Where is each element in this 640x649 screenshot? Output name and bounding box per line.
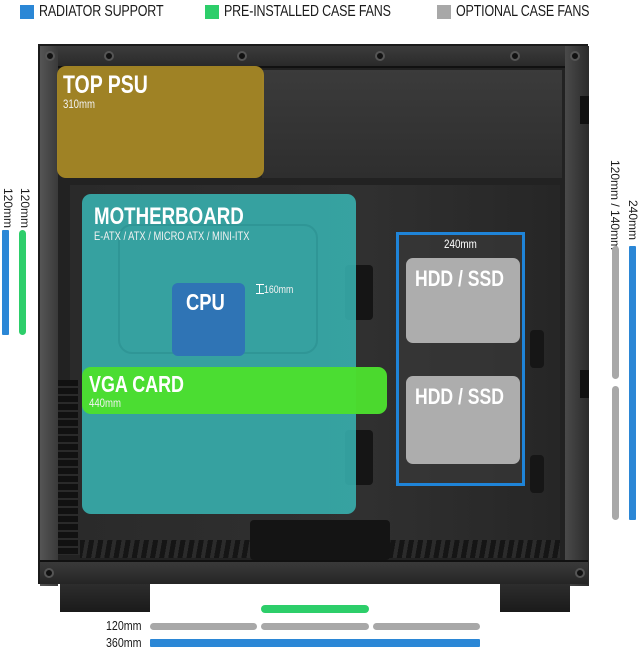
hdd-tray-label: HDD / SSD bbox=[415, 266, 504, 291]
screw-icon bbox=[44, 568, 54, 578]
vga-title: VGA CARD bbox=[89, 371, 185, 397]
psu-title: TOP PSU bbox=[63, 71, 148, 99]
legend-label: PRE-INSTALLED CASE FANS bbox=[224, 3, 391, 20]
hdd-tray-label: HDD / SSD bbox=[415, 384, 504, 409]
cpu-title: CPU bbox=[186, 289, 225, 315]
case-frame-top bbox=[40, 46, 588, 68]
side-latch bbox=[580, 96, 589, 124]
psu-length: 310mm bbox=[63, 97, 96, 111]
legend-item-preinstalled: PRE-INSTALLED CASE FANS bbox=[205, 3, 438, 21]
psu-shroud bbox=[262, 70, 562, 178]
rear-fan-label: 120mm / 140mm bbox=[608, 160, 622, 251]
legend-label: RADIATOR SUPPORT bbox=[39, 3, 164, 20]
hdd-tray-2: HDD / SSD bbox=[406, 376, 520, 464]
screw-icon bbox=[575, 568, 585, 578]
case-frame-right bbox=[565, 46, 589, 586]
vga-length: 440mm bbox=[89, 396, 122, 410]
drive-bay-width: 240mm bbox=[444, 237, 477, 251]
front-fan-label: 120mm bbox=[18, 188, 32, 229]
bottom-radiator-label: 360mm bbox=[106, 635, 142, 649]
bottom-optional-label: 120mm bbox=[106, 618, 142, 633]
bottom-fan-bar-3 bbox=[373, 623, 480, 630]
screw-icon bbox=[510, 51, 520, 61]
screw-icon bbox=[375, 51, 385, 61]
case-foot-left bbox=[60, 584, 150, 612]
screw-icon bbox=[570, 51, 580, 61]
case-foot-right bbox=[500, 584, 570, 612]
preinstalled-swatch-icon bbox=[205, 5, 219, 19]
bottom-fan-bar-2 bbox=[261, 623, 369, 630]
bottom-preinstalled-bar bbox=[261, 605, 369, 613]
screw-icon bbox=[104, 51, 114, 61]
radiator-swatch-icon bbox=[20, 5, 34, 19]
height-indicator-icon bbox=[256, 284, 264, 294]
bottom-fan-bar-1 bbox=[150, 623, 257, 630]
front-radiator-bar bbox=[2, 230, 9, 335]
hdd-tray-1: HDD / SSD bbox=[406, 258, 520, 343]
motherboard-formats: E-ATX / ATX / MICRO ATX / MINI-ITX bbox=[94, 229, 250, 243]
motherboard-title: MOTHERBOARD bbox=[94, 203, 244, 230]
optional-swatch-icon bbox=[437, 5, 451, 19]
cable-grommet bbox=[530, 330, 544, 368]
screw-icon bbox=[237, 51, 247, 61]
drive-bay-radiator-mount: 240mm HDD / SSD HDD / SSD bbox=[396, 232, 525, 486]
rear-fan-bar-2 bbox=[612, 386, 619, 520]
rear-radiator-bar bbox=[629, 246, 636, 520]
legend-item-optional: OPTIONAL CASE FANS bbox=[437, 3, 627, 21]
legend-item-radiator: RADIATOR SUPPORT bbox=[20, 3, 199, 21]
front-radiator-label: 120mm bbox=[1, 188, 15, 229]
legend-label: OPTIONAL CASE FANS bbox=[456, 3, 590, 20]
cpu-zone: CPU bbox=[172, 283, 245, 356]
cable-grommet bbox=[530, 455, 544, 493]
legend: RADIATOR SUPPORT PRE-INSTALLED CASE FANS… bbox=[0, 0, 640, 26]
rear-radiator-label: 240mm bbox=[626, 200, 640, 241]
psu-zone: TOP PSU 310mm bbox=[57, 66, 264, 178]
front-fan-bar bbox=[19, 230, 26, 335]
front-vent bbox=[58, 380, 78, 555]
side-latch bbox=[580, 370, 589, 398]
cpu-cooler-clearance: 160mm bbox=[264, 284, 294, 296]
vga-zone: VGA CARD 440mm bbox=[82, 367, 387, 414]
case-frame-left bbox=[40, 46, 58, 586]
screw-icon bbox=[45, 51, 55, 61]
bottom-fan bbox=[250, 520, 390, 560]
case-frame-bottom bbox=[40, 560, 588, 584]
bottom-radiator-bar bbox=[150, 639, 480, 647]
rear-fan-bar-1 bbox=[612, 246, 619, 379]
